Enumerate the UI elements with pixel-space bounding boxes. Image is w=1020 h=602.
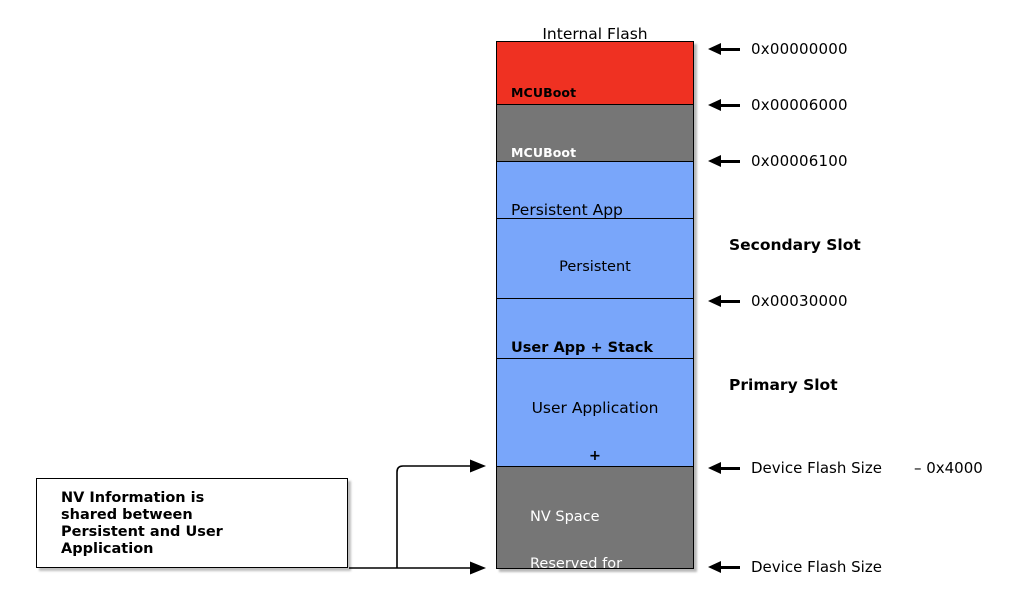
secondary-slot-label: Secondary Slot (729, 236, 861, 254)
block-label-line1: User Application (531, 398, 659, 417)
address-marker-device-flash-size-minus-0x4000: Device Flash Size – 0x4000 (708, 459, 983, 477)
note-text: NV Information is shared between Persist… (61, 490, 223, 558)
memory-block-persistent-app-header: Persistent App Header (496, 161, 694, 218)
arrow-left-icon (708, 560, 740, 574)
primary-slot-label: Primary Slot (729, 376, 838, 394)
address-label: 0x00030000 (751, 292, 848, 310)
memory-block-mcuboot-header: MCUBoot Header (496, 104, 694, 161)
internal-flash-memory-map: MCUBoot Bootloader MCUBoot Header Persis… (496, 41, 694, 569)
memory-block-persistent-application: Persistent Application + Stack Library (496, 218, 694, 298)
flash-title: Internal Flash (542, 25, 648, 43)
arrow-left-icon (708, 461, 740, 475)
block-label-line1: MCUBoot (511, 144, 577, 160)
block-label-line1: Persistent (559, 258, 631, 275)
address-label: 0x00006100 (751, 152, 848, 170)
address-label: Device Flash Size (751, 459, 882, 477)
memory-block-user-app-stack-header: User App + Stack Header (496, 298, 694, 358)
arrow-left-icon (708, 294, 740, 308)
address-label: Device Flash Size (751, 558, 882, 576)
block-label-plus: + (588, 448, 602, 465)
address-label: 0x00000000 (751, 40, 848, 58)
arrow-left-icon (708, 154, 740, 168)
memory-block-nv-space: NV Space Reserved for Bonding Informatio… (496, 466, 694, 569)
memory-block-mcuboot-bootloader: MCUBoot Bootloader (496, 41, 694, 104)
block-label-line1: User App + Stack (511, 339, 654, 356)
address-marker-0x00006100: 0x00006100 (708, 152, 848, 170)
address-offset-label: – 0x4000 (913, 459, 983, 477)
address-marker-0x00030000: 0x00030000 (708, 292, 848, 310)
address-marker-device-flash-size: Device Flash Size (708, 558, 882, 576)
block-label-line1: NV Space (530, 508, 600, 525)
block-label-line1: Persistent App (511, 200, 623, 218)
arrow-left-icon (708, 42, 740, 56)
memory-block-user-application: User Application + Stack Library (496, 358, 694, 466)
arrow-left-icon (708, 98, 740, 112)
address-marker-0x00000000: 0x00000000 (708, 40, 848, 58)
block-label-line2: Reserved for (530, 556, 623, 569)
address-label: 0x00006000 (751, 96, 848, 114)
nv-information-note-box: NV Information is shared between Persist… (36, 478, 348, 568)
block-label-line1: MCUBoot (511, 84, 577, 100)
address-marker-0x00006000: 0x00006000 (708, 96, 848, 114)
